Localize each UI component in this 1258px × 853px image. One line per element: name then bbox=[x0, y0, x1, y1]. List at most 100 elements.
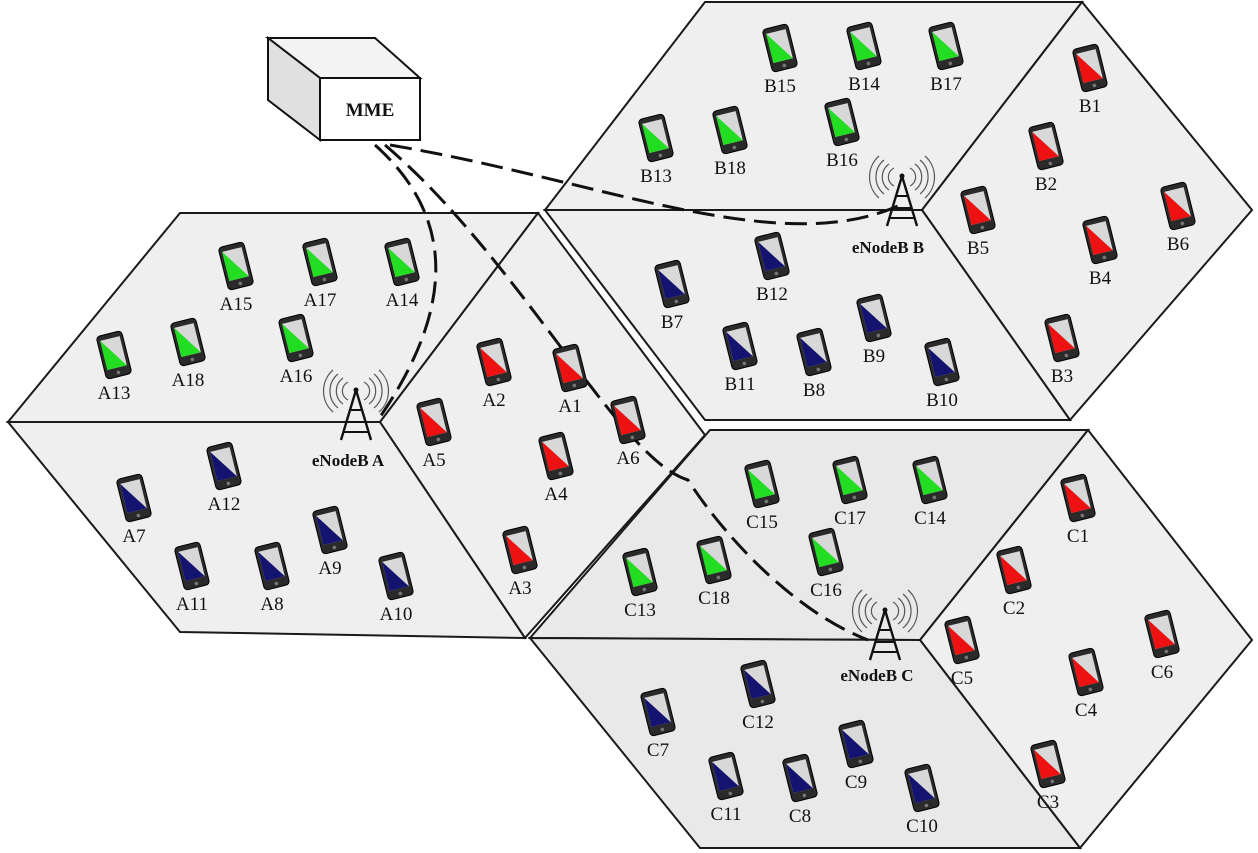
status-indicator bbox=[210, 451, 237, 482]
status-indicator bbox=[712, 761, 739, 792]
mme-server: MME bbox=[265, 35, 423, 143]
device-label: A5 bbox=[422, 450, 445, 471]
device-label: B17 bbox=[930, 74, 962, 95]
device-label: A3 bbox=[508, 578, 531, 599]
user-equipment bbox=[1030, 739, 1066, 789]
status-indicator bbox=[916, 465, 943, 496]
device-label: B3 bbox=[1051, 366, 1073, 387]
device-label: B16 bbox=[826, 150, 858, 171]
device-label: A4 bbox=[544, 484, 568, 505]
status-indicator bbox=[786, 763, 813, 794]
status-indicator bbox=[1072, 657, 1099, 688]
user-equipment bbox=[1044, 313, 1080, 363]
status-indicator bbox=[860, 303, 887, 334]
user-equipment bbox=[912, 455, 948, 505]
device-label: A13 bbox=[98, 383, 131, 404]
status-indicator bbox=[644, 697, 671, 728]
user-equipment bbox=[712, 105, 748, 155]
user-equipment bbox=[832, 455, 868, 505]
device-label: B13 bbox=[640, 166, 672, 187]
device-label: B5 bbox=[967, 238, 989, 259]
status-indicator bbox=[1048, 323, 1075, 354]
status-indicator bbox=[556, 353, 583, 384]
user-equipment bbox=[928, 21, 964, 71]
status-indicator bbox=[748, 469, 775, 500]
user-equipment bbox=[218, 241, 254, 291]
status-indicator bbox=[316, 515, 343, 546]
status-indicator bbox=[306, 247, 333, 278]
status-indicator bbox=[766, 33, 793, 64]
device-label: A14 bbox=[386, 290, 419, 311]
device-label: B10 bbox=[926, 390, 958, 411]
device-label: C9 bbox=[845, 772, 867, 793]
device-label: A18 bbox=[172, 370, 205, 391]
status-indicator bbox=[420, 407, 447, 438]
status-indicator bbox=[174, 327, 201, 358]
user-equipment bbox=[1068, 647, 1104, 697]
status-indicator bbox=[222, 251, 249, 282]
status-indicator bbox=[480, 347, 507, 378]
status-indicator bbox=[964, 195, 991, 226]
link-mme-enodeb-b bbox=[389, 143, 901, 226]
device-label: A11 bbox=[176, 594, 208, 615]
device-label: C16 bbox=[810, 580, 842, 601]
device-label: B1 bbox=[1079, 96, 1101, 117]
device-label: B7 bbox=[661, 312, 683, 333]
status-indicator bbox=[716, 115, 743, 146]
device-label: A12 bbox=[208, 494, 241, 515]
device-label: B15 bbox=[764, 76, 796, 97]
status-indicator bbox=[812, 537, 839, 568]
user-equipment bbox=[476, 337, 512, 387]
user-equipment bbox=[1060, 473, 1096, 523]
enodeb-label: eNodeB A bbox=[312, 451, 385, 470]
status-indicator bbox=[928, 347, 955, 378]
device-label: A1 bbox=[558, 396, 581, 417]
user-equipment bbox=[116, 473, 152, 523]
user-equipment bbox=[1082, 215, 1118, 265]
status-indicator bbox=[178, 551, 205, 582]
user-equipment bbox=[846, 21, 882, 71]
user-equipment bbox=[1072, 43, 1108, 93]
user-equipment bbox=[206, 441, 242, 491]
user-equipment bbox=[416, 397, 452, 447]
status-indicator bbox=[700, 545, 727, 576]
device-label: C17 bbox=[834, 508, 866, 529]
device-label: B14 bbox=[848, 74, 880, 95]
user-equipment bbox=[278, 313, 314, 363]
device-label: C1 bbox=[1067, 526, 1089, 547]
device-label: B18 bbox=[714, 158, 746, 179]
user-equipment bbox=[808, 527, 844, 577]
status-indicator bbox=[1032, 131, 1059, 162]
user-equipment bbox=[1160, 181, 1196, 231]
user-equipment bbox=[754, 231, 790, 281]
status-indicator bbox=[506, 535, 533, 566]
device-label: A16 bbox=[280, 366, 313, 387]
status-indicator bbox=[932, 31, 959, 62]
user-equipment bbox=[838, 719, 874, 769]
user-equipment bbox=[640, 687, 676, 737]
status-indicator bbox=[828, 107, 855, 138]
device-label: B9 bbox=[863, 346, 885, 367]
device-label: B6 bbox=[1167, 234, 1189, 255]
device-label: B11 bbox=[725, 374, 756, 395]
user-equipment bbox=[708, 751, 744, 801]
device-label: A15 bbox=[220, 294, 253, 315]
user-equipment bbox=[696, 535, 732, 585]
status-indicator bbox=[1164, 191, 1191, 222]
link-mme-enodeb-c bbox=[384, 143, 869, 642]
status-indicator bbox=[642, 123, 669, 154]
status-indicator bbox=[100, 340, 127, 371]
user-equipment bbox=[384, 237, 420, 287]
device-label: C7 bbox=[647, 740, 669, 761]
user-equipment bbox=[96, 330, 132, 380]
status-indicator bbox=[758, 241, 785, 272]
user-equipment bbox=[960, 185, 996, 235]
device-label: C5 bbox=[951, 668, 973, 689]
user-equipment bbox=[796, 327, 832, 377]
status-indicator bbox=[1000, 555, 1027, 586]
user-equipment bbox=[824, 97, 860, 147]
user-equipment bbox=[1144, 609, 1180, 659]
status-indicator bbox=[614, 405, 641, 436]
device-label: C10 bbox=[906, 816, 938, 837]
